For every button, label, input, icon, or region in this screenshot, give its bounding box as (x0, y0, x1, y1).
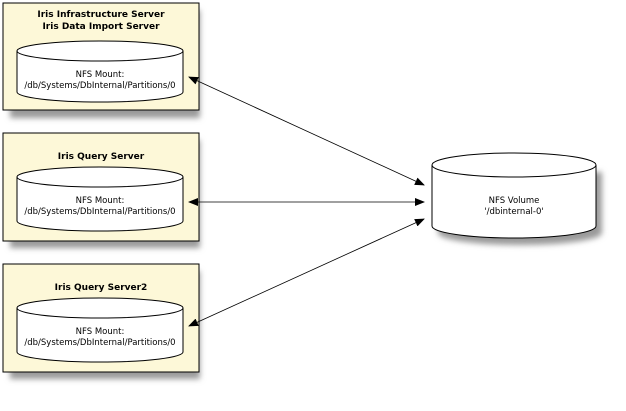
mount-label: NFS Mount: (76, 196, 125, 206)
server-box-query2: Iris Query Server2 NFS Mount: /db/System… (2, 263, 200, 379)
nfs-mount-cylinder: NFS Mount: /db/Systems/DbInternal/Partit… (16, 40, 184, 103)
nfs-mount-cylinder: NFS Mount: /db/Systems/DbInternal/Partit… (16, 166, 184, 232)
connection-arrow (188, 76, 425, 186)
mount-label: NFS Mount: (76, 70, 125, 80)
server-title-line: Iris Query Server (58, 152, 145, 162)
server-title-line: Iris Query Server2 (55, 283, 148, 293)
server-box-infrastructure: Iris Infrastructure Server Iris Data Imp… (2, 2, 200, 118)
volume-label: NFS Volume (489, 196, 540, 206)
mount-label: NFS Mount: (76, 327, 125, 337)
mount-path: /db/Systems/DbInternal/Partitions/0 (24, 81, 175, 91)
mount-path: /db/Systems/DbInternal/Partitions/0 (24, 207, 175, 217)
nfs-mount-cylinder: NFS Mount: /db/Systems/DbInternal/Partit… (16, 297, 184, 363)
connection-arrow (188, 218, 425, 327)
server-title-line: Iris Data Import Server (42, 22, 160, 32)
volume-path: '/dbinternal-0' (484, 207, 543, 217)
server-box-query: Iris Query Server NFS Mount: /db/Systems… (2, 132, 200, 248)
mount-path: /db/Systems/DbInternal/Partitions/0 (24, 338, 175, 348)
server-title-line: Iris Infrastructure Server (37, 10, 165, 20)
nfs-volume-cylinder: NFS Volume '/dbinternal-0' (431, 152, 602, 245)
